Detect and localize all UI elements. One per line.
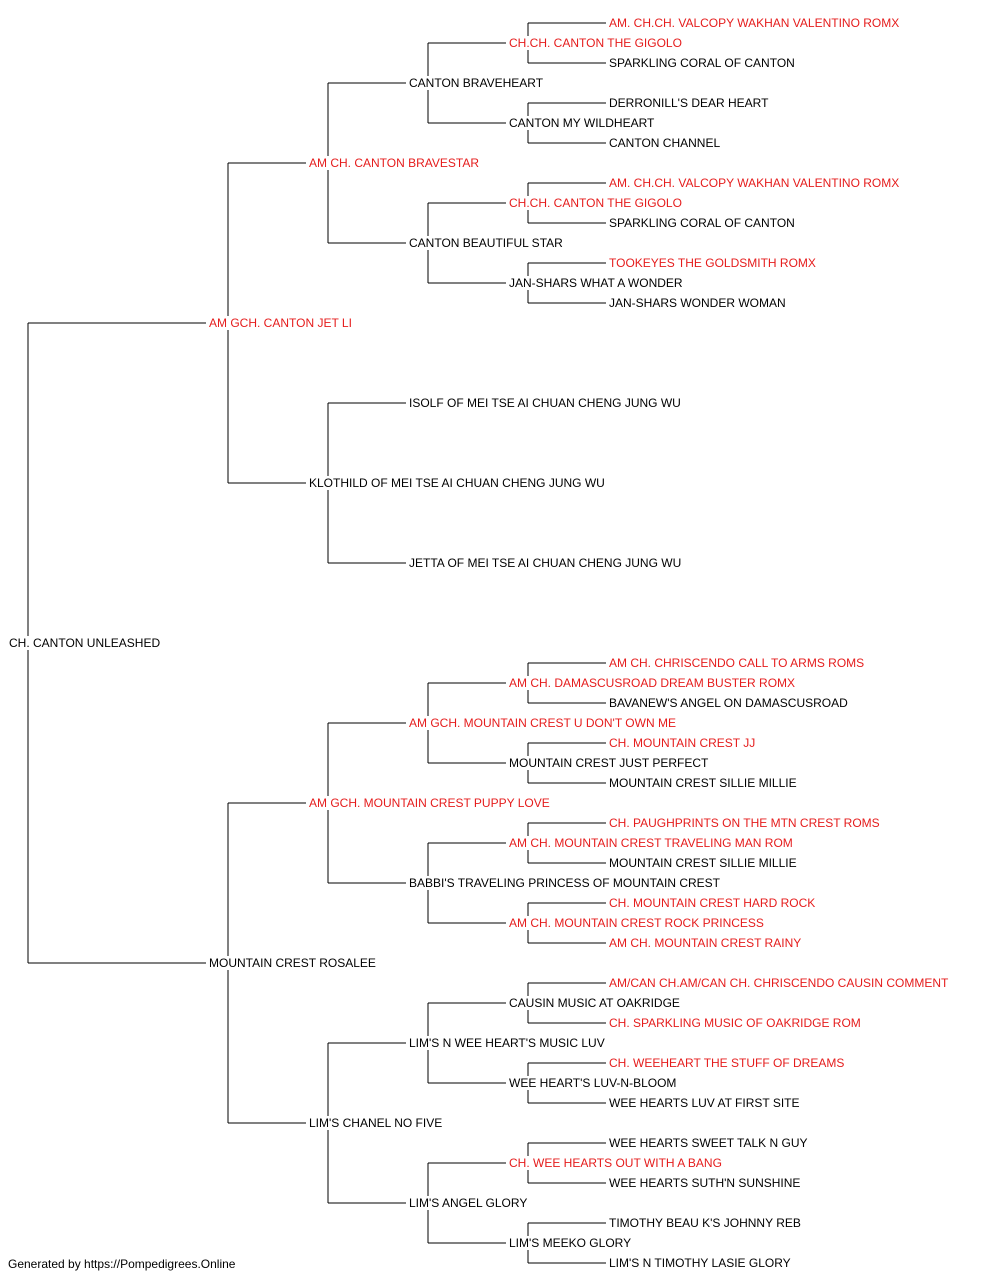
ancestor-name-gen-5: CANTON CHANNEL (608, 136, 722, 150)
ancestor-name-gen-4: CANTON MY WILDHEART (508, 116, 656, 130)
ancestor-name-gen-3: LIM'S ANGEL GLORY (408, 1196, 529, 1210)
ancestor-name-gen-5: AM CH. CHRISCENDO CALL TO ARMS ROMS (608, 656, 866, 670)
ancestor-name-gen-5: WEE HEARTS LUV AT FIRST SITE (608, 1096, 801, 1110)
ancestor-name-gen-3: ISOLF OF MEI TSE AI CHUAN CHENG JUNG WU (408, 396, 682, 410)
ancestor-name-gen-2: KLOTHILD OF MEI TSE AI CHUAN CHENG JUNG … (308, 476, 606, 490)
ancestor-name-gen-5: MOUNTAIN CREST SILLIE MILLIE (608, 856, 798, 870)
ancestor-name-gen-1: MOUNTAIN CREST ROSALEE (208, 956, 377, 970)
ancestor-name-gen-5: WEE HEARTS SUTH'N SUNSHINE (608, 1176, 802, 1190)
ancestor-name-gen-5: TOOKEYES THE GOLDSMITH ROMX (608, 256, 817, 270)
ancestor-name-gen-3: AM GCH. MOUNTAIN CREST U DON'T OWN ME (408, 716, 677, 730)
ancestor-name-gen-5: MOUNTAIN CREST SILLIE MILLIE (608, 776, 798, 790)
ancestor-name-gen-5: CH. WEEHEART THE STUFF OF DREAMS (608, 1056, 846, 1070)
ancestor-name-gen-5: SPARKLING CORAL OF CANTON (608, 56, 796, 70)
ancestor-name-gen-4: LIM'S MEEKO GLORY (508, 1236, 633, 1250)
ancestor-name-gen-2: AM CH. CANTON BRAVESTAR (308, 156, 481, 170)
ancestor-name-gen-4: AM CH. DAMASCUSROAD DREAM BUSTER ROMX (508, 676, 797, 690)
ancestor-name-gen-3: JETTA OF MEI TSE AI CHUAN CHENG JUNG WU (408, 556, 683, 570)
subject-dog-name: CH. CANTON UNLEASHED (8, 636, 162, 650)
ancestor-name-gen-3: LIM'S N WEE HEART'S MUSIC LUV (408, 1036, 606, 1050)
ancestor-name-gen-4: WEE HEART'S LUV-N-BLOOM (508, 1076, 678, 1090)
ancestor-name-gen-1: AM GCH. CANTON JET LI (208, 316, 353, 330)
ancestor-name-gen-5: BAVANEW'S ANGEL ON DAMASCUSROAD (608, 696, 849, 710)
ancestor-name-gen-2: LIM'S CHANEL NO FIVE (308, 1116, 444, 1130)
generated-by-footer: Generated by https://Pompedigrees.Online (8, 1257, 236, 1271)
ancestor-name-gen-5: CH. MOUNTAIN CREST JJ (608, 736, 757, 750)
ancestor-name-gen-5: WEE HEARTS SWEET TALK N GUY (608, 1136, 809, 1150)
ancestor-name-gen-4: CH. WEE HEARTS OUT WITH A BANG (508, 1156, 723, 1170)
ancestor-name-gen-4: MOUNTAIN CREST JUST PERFECT (508, 756, 710, 770)
ancestor-name-gen-5: TIMOTHY BEAU K'S JOHNNY REB (608, 1216, 802, 1230)
ancestor-name-gen-5: JAN-SHARS WONDER WOMAN (608, 296, 787, 310)
ancestor-name-gen-5: AM. CH.CH. VALCOPY WAKHAN VALENTINO ROMX (608, 16, 901, 30)
ancestor-name-gen-5: CH. MOUNTAIN CREST HARD ROCK (608, 896, 817, 910)
ancestor-name-gen-4: CH.CH. CANTON THE GIGOLO (508, 36, 683, 50)
ancestor-name-gen-3: CANTON BRAVEHEART (408, 76, 545, 90)
ancestor-name-gen-5: LIM'S N TIMOTHY LASIE GLORY (608, 1256, 792, 1270)
ancestor-name-gen-5: CH. PAUGHPRINTS ON THE MTN CREST ROMS (608, 816, 881, 830)
ancestor-name-gen-5: CH. SPARKLING MUSIC OF OAKRIDGE ROM (608, 1016, 862, 1030)
ancestor-name-gen-3: CANTON BEAUTIFUL STAR (408, 236, 564, 250)
ancestor-name-gen-3: BABBI'S TRAVELING PRINCESS OF MOUNTAIN C… (408, 876, 722, 890)
ancestor-name-gen-4: AM CH. MOUNTAIN CREST TRAVELING MAN ROM (508, 836, 794, 850)
ancestor-name-gen-5: SPARKLING CORAL OF CANTON (608, 216, 796, 230)
ancestor-name-gen-5: AM. CH.CH. VALCOPY WAKHAN VALENTINO ROMX (608, 176, 901, 190)
ancestor-name-gen-4: JAN-SHARS WHAT A WONDER (508, 276, 684, 290)
ancestor-name-gen-5: AM/CAN CH.AM/CAN CH. CHRISCENDO CAUSIN C… (608, 976, 950, 990)
ancestor-name-gen-4: CH.CH. CANTON THE GIGOLO (508, 196, 683, 210)
ancestor-name-gen-4: CAUSIN MUSIC AT OAKRIDGE (508, 996, 681, 1010)
ancestor-name-gen-5: AM CH. MOUNTAIN CREST RAINY (608, 936, 803, 950)
ancestor-name-gen-5: DERRONILL'S DEAR HEART (608, 96, 770, 110)
ancestor-name-gen-4: AM CH. MOUNTAIN CREST ROCK PRINCESS (508, 916, 765, 930)
ancestor-name-gen-2: AM GCH. MOUNTAIN CREST PUPPY LOVE (308, 796, 551, 810)
